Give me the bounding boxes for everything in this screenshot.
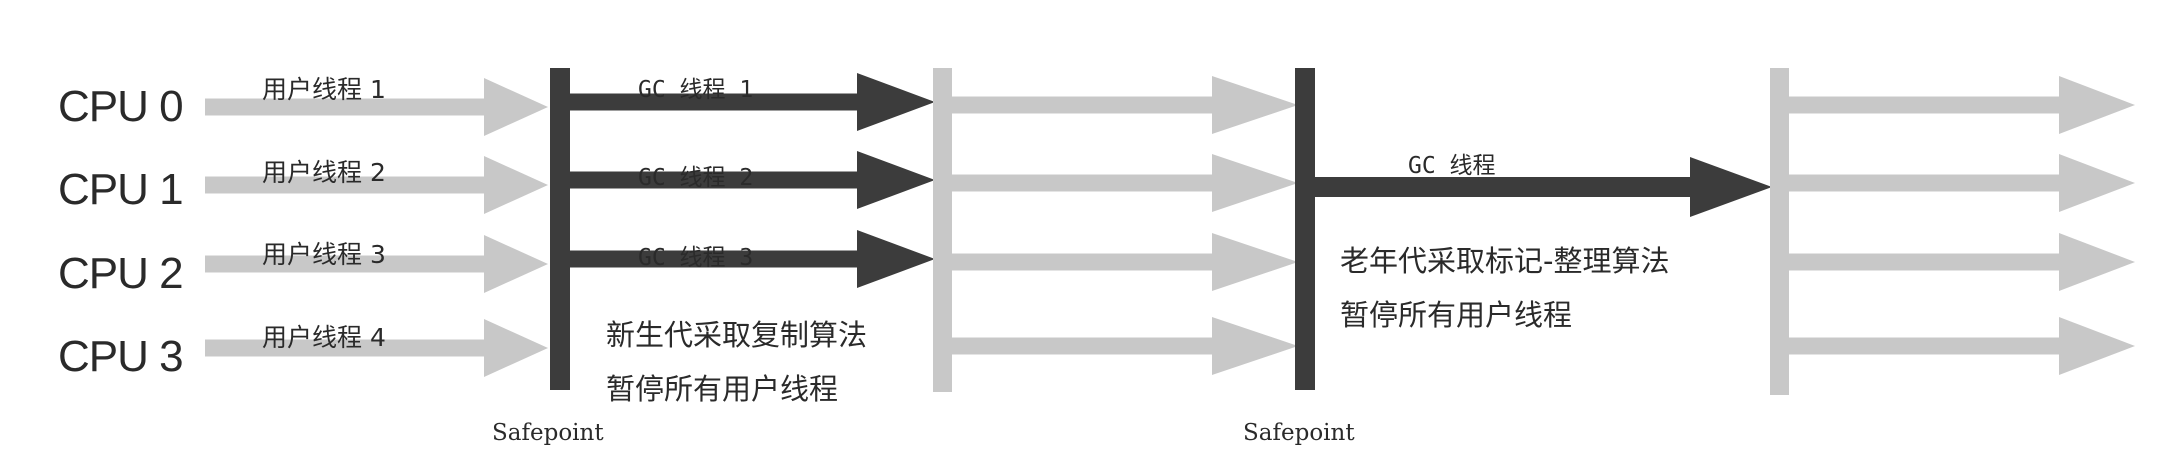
gc-thread-arrow-3 [570, 230, 935, 288]
user-thread-label-3: 用户线程 3 [262, 240, 386, 269]
user-thread-arrow-stage3-1 [1789, 76, 2135, 134]
gc-thread-label-1: GC 线程 1 [638, 77, 754, 103]
user-thread-arrow-stage3-4 [1789, 317, 2135, 375]
cpu-label-0: CPU 0 [58, 82, 184, 131]
user-thread-arrow-stage2-4 [952, 317, 1298, 375]
young-gc-note-pause: 暂停所有用户线程 [606, 372, 839, 406]
resume-bar-2 [1770, 68, 1789, 395]
user-thread-arrow-2 [205, 156, 548, 214]
old-gc-note-pause: 暂停所有用户线程 [1340, 298, 1573, 332]
user-thread-arrow-4 [205, 319, 548, 377]
user-thread-arrow-1 [205, 78, 548, 136]
user-thread-arrow-3 [205, 235, 548, 293]
safepoint-label-1: Safepoint [492, 420, 604, 446]
cpu-label-3: CPU 3 [58, 332, 184, 381]
cpu-label-1: CPU 1 [58, 165, 184, 214]
safepoint-bar-1 [550, 68, 570, 390]
cpu-label-2: CPU 2 [58, 249, 184, 298]
safepoint-bar-2 [1295, 68, 1315, 390]
old-gc-note-algorithm: 老年代采取标记-整理算法 [1340, 244, 1670, 278]
user-thread-arrow-stage2-3 [952, 233, 1298, 291]
safepoint-label-2: Safepoint [1243, 420, 1355, 446]
user-thread-arrow-stage2-2 [952, 154, 1298, 212]
gc-thread-label-2: GC 线程 2 [638, 165, 754, 191]
old-gc-thread-arrow [1315, 157, 1772, 217]
gc-thread-arrow-1 [570, 73, 935, 131]
user-thread-arrow-stage2-1 [952, 76, 1298, 134]
young-gc-note-algorithm: 新生代采取复制算法 [606, 318, 868, 352]
user-thread-label-1: 用户线程 1 [262, 75, 386, 104]
gc-thread-arrow-2 [570, 151, 935, 209]
resume-bar-1 [933, 68, 952, 392]
user-thread-label-4: 用户线程 4 [262, 323, 386, 352]
old-gc-thread-label: GC 线程 [1408, 153, 1496, 179]
user-thread-arrow-stage3-3 [1789, 233, 2135, 291]
gc-thread-label-3: GC 线程 3 [638, 245, 754, 271]
user-thread-label-2: 用户线程 2 [262, 158, 386, 187]
user-thread-arrow-stage3-2 [1789, 154, 2135, 212]
